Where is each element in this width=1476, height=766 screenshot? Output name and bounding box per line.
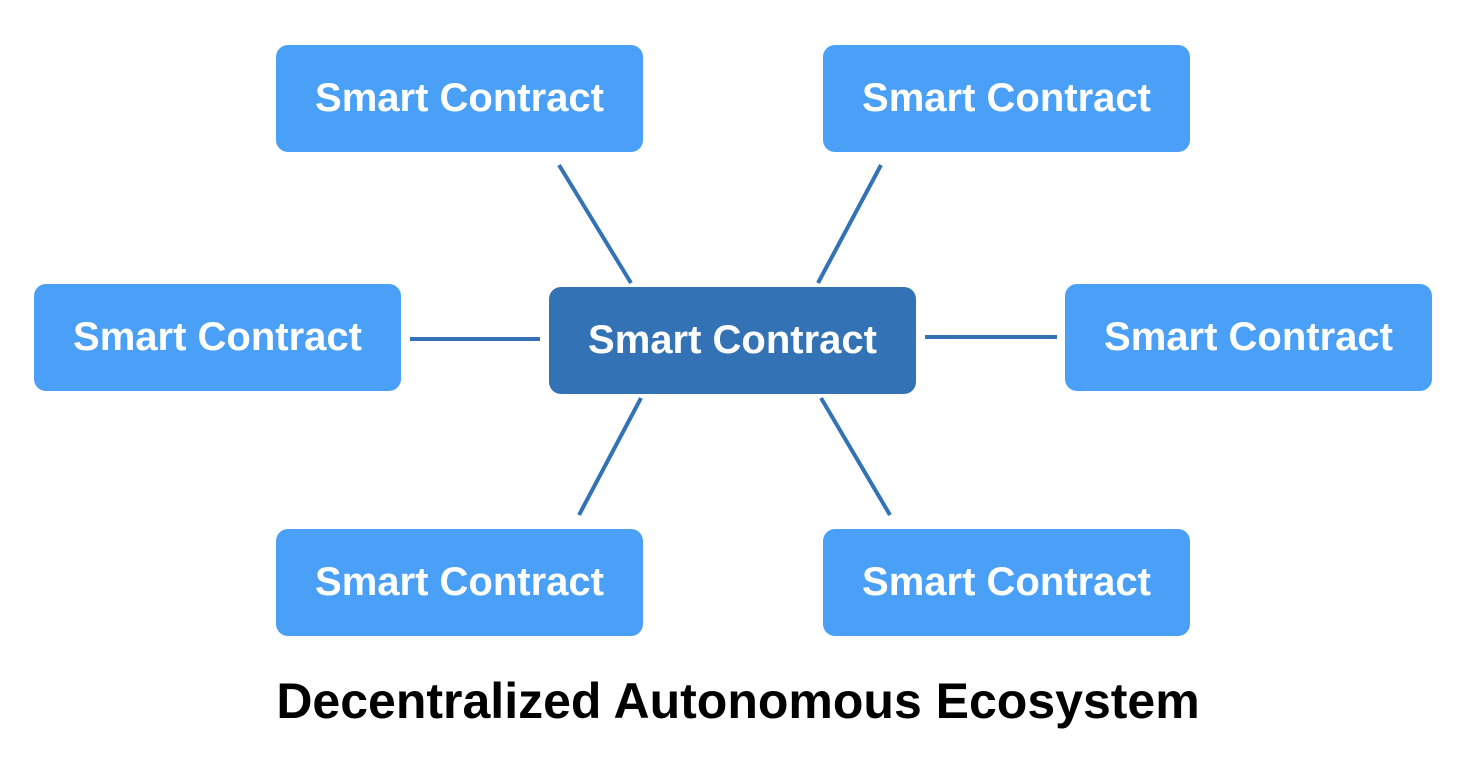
connector-top-right xyxy=(816,164,883,284)
smart-contract-node-top-left: Smart Contract xyxy=(276,45,643,152)
node-label: Smart Contract xyxy=(588,318,877,362)
smart-contract-node-bottom-left: Smart Contract xyxy=(276,529,643,636)
diagram-caption: Decentralized Autonomous Ecosystem xyxy=(276,673,1200,729)
node-label: Smart Contract xyxy=(73,315,362,359)
connector-bottom-left xyxy=(577,397,643,516)
smart-contract-node-center: Smart Contract xyxy=(549,287,916,394)
connector-top-left xyxy=(557,163,633,285)
node-label: Smart Contract xyxy=(315,560,604,604)
smart-contract-node-top-right: Smart Contract xyxy=(823,45,1190,152)
smart-contract-node-mid-right: Smart Contract xyxy=(1065,284,1432,391)
smart-contract-node-bottom-right: Smart Contract xyxy=(823,529,1190,636)
node-label: Smart Contract xyxy=(1104,315,1393,359)
node-label: Smart Contract xyxy=(315,76,604,120)
node-label: Smart Contract xyxy=(862,76,1151,120)
smart-contract-node-mid-left: Smart Contract xyxy=(34,284,401,391)
connector-bottom-right xyxy=(819,396,892,517)
node-label: Smart Contract xyxy=(862,560,1151,604)
